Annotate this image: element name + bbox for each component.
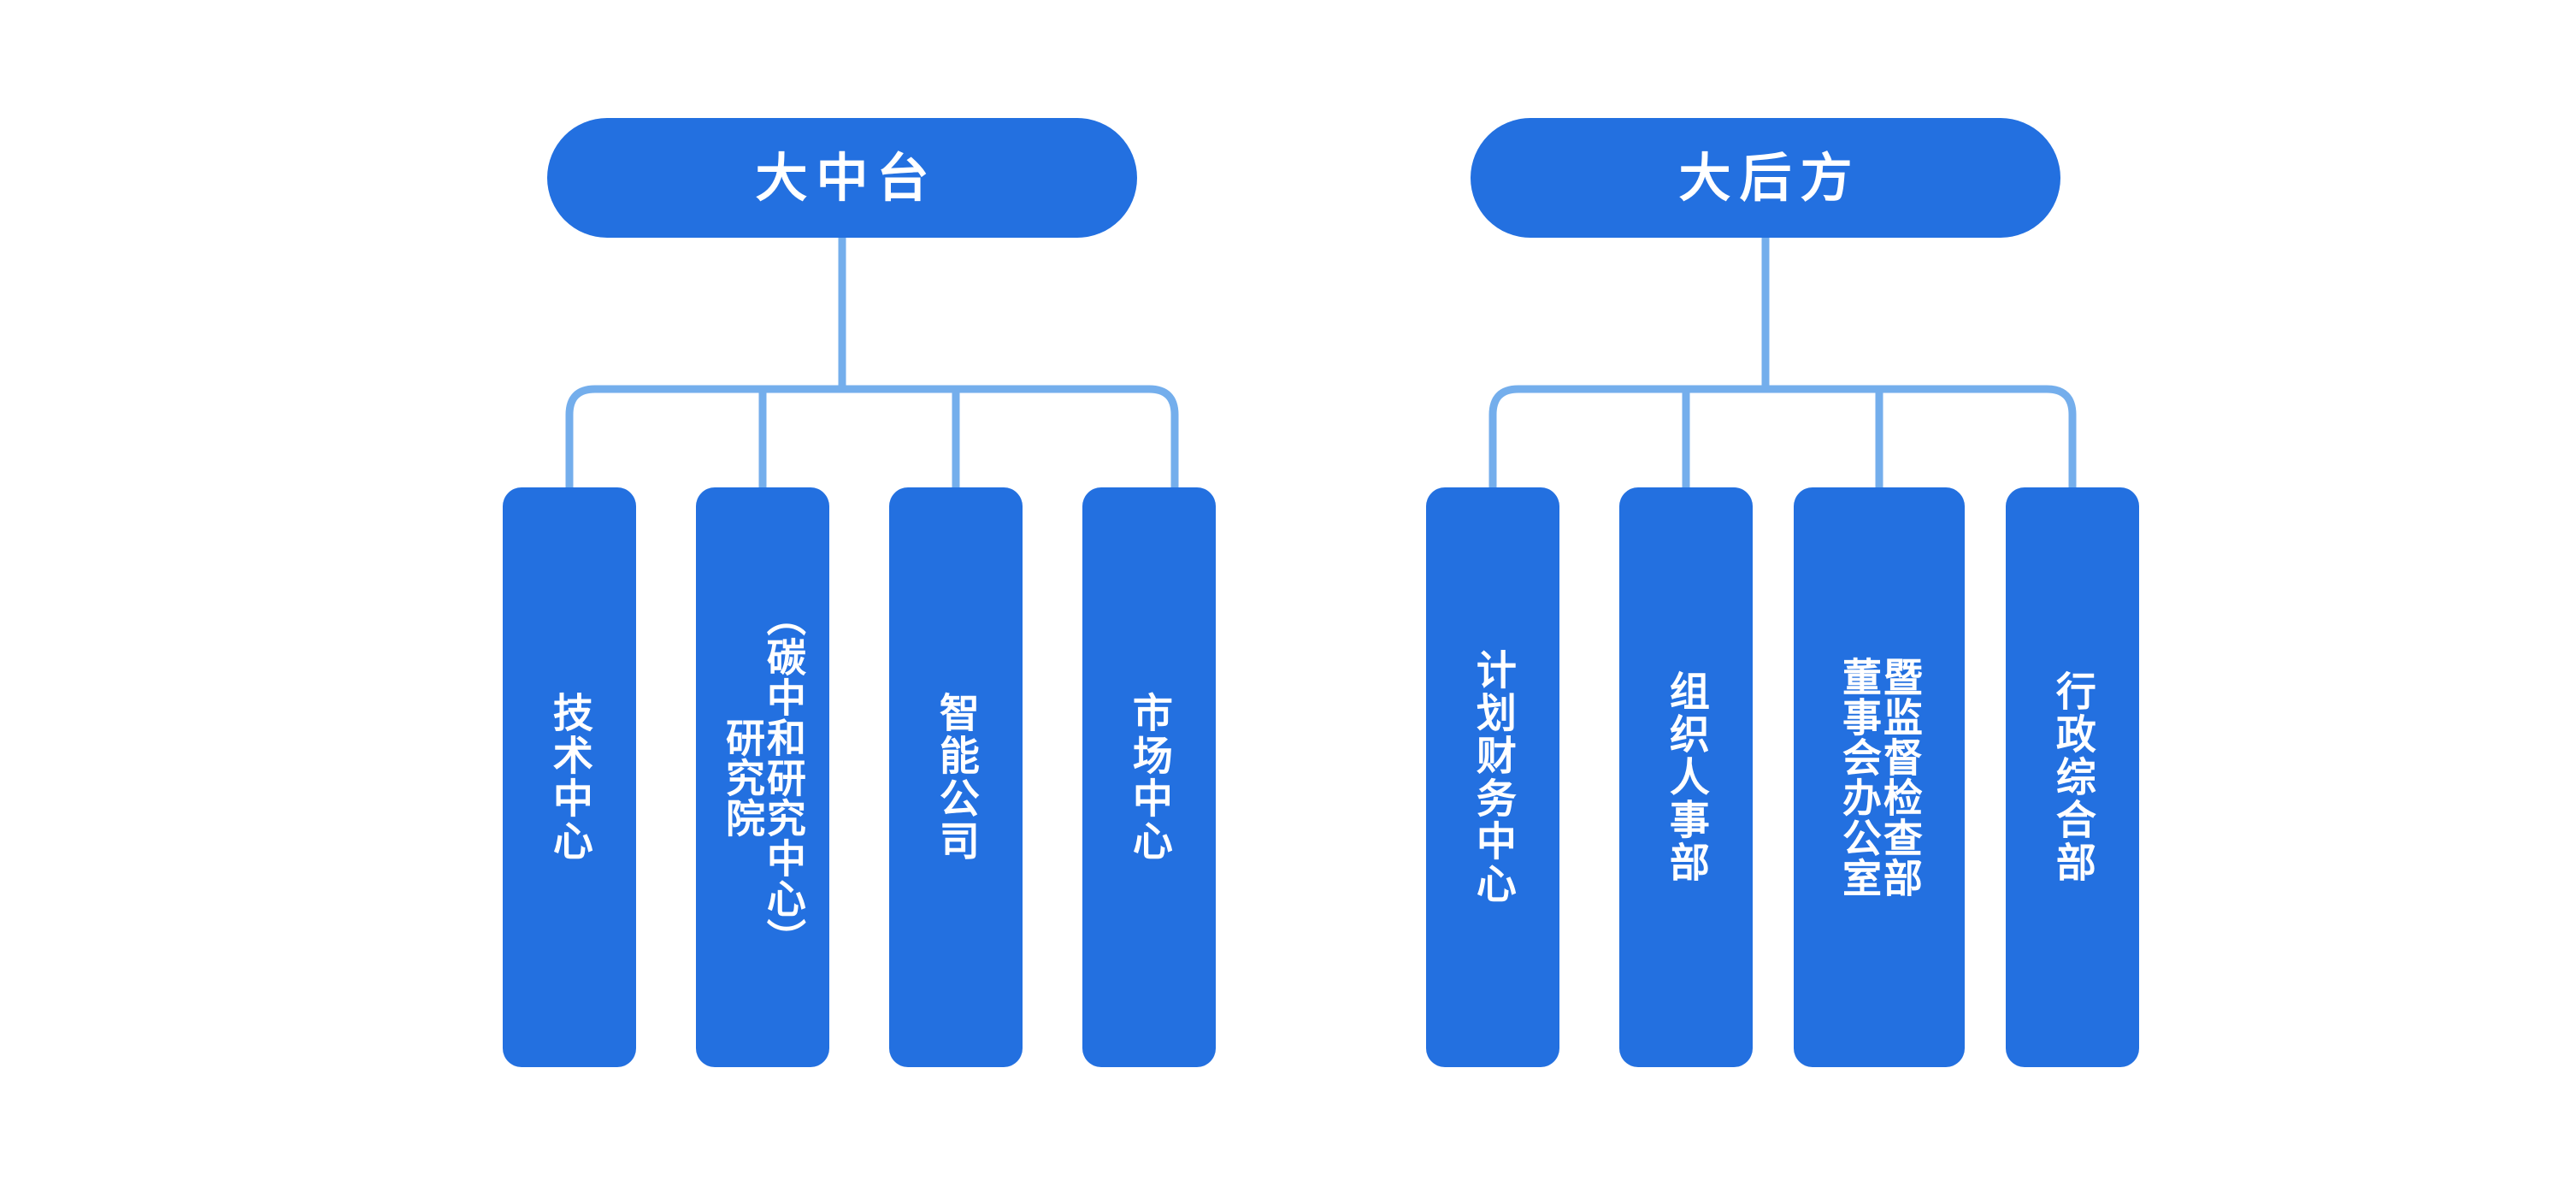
child-node-label: 组织人事部 (1663, 670, 1709, 884)
connector-bus (1488, 385, 2077, 487)
child-node-label: 技术中心 (546, 692, 592, 863)
root-node-label: 大后方 (1678, 148, 1861, 207)
child-node-label: 暨监督检查部 董事会办公室 (1837, 657, 1923, 898)
child-node-market-center[interactable]: 市场中心 (1082, 487, 1216, 1067)
child-node-organization-personnel-dept[interactable]: 组织人事部 (1619, 487, 1753, 1067)
child-node-label: 计划财务中心 (1470, 649, 1516, 906)
org-group-zhong-tai: 大中台 技术中心 （碳中和研究中心） 研究院 智能公司 市场中心 (0, 0, 1282, 1186)
child-node-technology-center[interactable]: 技术中心 (503, 487, 636, 1067)
child-node-administration-dept[interactable]: 行政综合部 (2006, 487, 2139, 1067)
connector-bus (565, 385, 1179, 487)
child-node-label: （碳中和研究中心） 研究院 (721, 596, 806, 959)
child-node-label: 行政综合部 (2049, 670, 2096, 884)
root-node-hou-fang[interactable]: 大后方 (1471, 118, 2060, 238)
child-node-label: 智能公司 (933, 692, 979, 863)
child-node-label: 市场中心 (1126, 692, 1172, 863)
child-node-board-office-supervision-dept[interactable]: 暨监督检查部 董事会办公室 (1794, 487, 1965, 1067)
child-node-intelligent-company[interactable]: 智能公司 (889, 487, 1023, 1067)
child-node-planning-finance-center[interactable]: 计划财务中心 (1426, 487, 1559, 1067)
org-group-hou-fang: 大后方 计划财务中心 组织人事部 暨监督检查部 董事会办公室 行政综合部 (1282, 0, 2576, 1186)
root-node-zhong-tai[interactable]: 大中台 (547, 118, 1137, 238)
root-node-label: 大中台 (755, 148, 938, 207)
child-node-research-institute[interactable]: （碳中和研究中心） 研究院 (696, 487, 829, 1067)
